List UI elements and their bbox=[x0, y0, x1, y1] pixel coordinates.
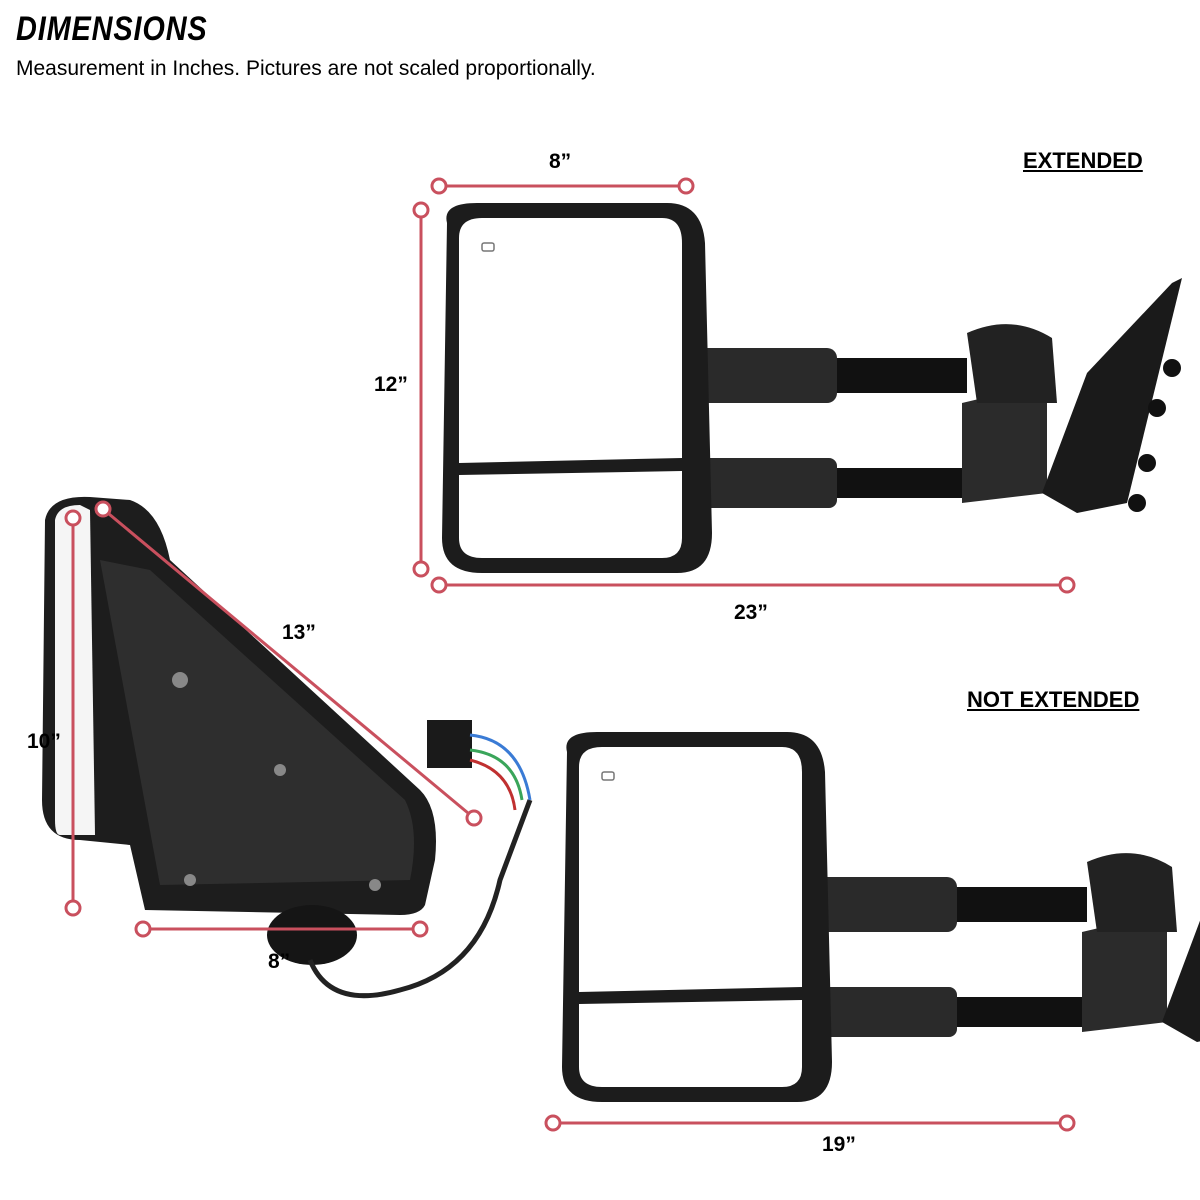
rear-view-mirror-image bbox=[42, 496, 533, 999]
rear-diagonal-line bbox=[102, 507, 475, 820]
extended-length-label: 23” bbox=[734, 601, 768, 624]
page-title: DIMENSIONS bbox=[16, 10, 208, 48]
page-subtitle: Measurement in Inches. Pictures are not … bbox=[16, 57, 596, 80]
not-extended-mirror-image bbox=[561, 731, 1200, 1103]
rear-height-label: 10” bbox=[27, 730, 61, 753]
extended-heading: EXTENDED bbox=[1023, 148, 1143, 173]
not-extended-heading: NOT EXTENDED bbox=[967, 687, 1140, 712]
dimension-lines bbox=[64, 177, 1076, 1132]
extended-mirror-image bbox=[441, 202, 1183, 574]
rear-width-label: 8” bbox=[268, 950, 291, 973]
not-extended-length-label: 19” bbox=[822, 1133, 856, 1156]
rear-diagonal-label: 13” bbox=[282, 621, 316, 644]
extended-height-label: 12” bbox=[374, 373, 408, 396]
extended-width-label: 8” bbox=[549, 150, 572, 173]
